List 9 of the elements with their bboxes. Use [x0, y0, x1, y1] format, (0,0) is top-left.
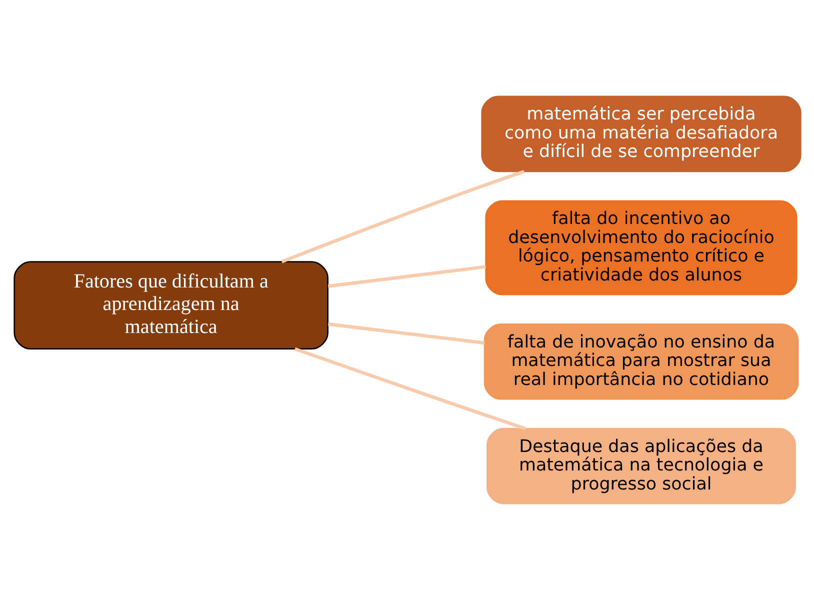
connector: [294, 347, 526, 430]
connector: [327, 265, 486, 288]
node-box: Destaque das aplicações da matemática na tecnologia e progresso social: [486, 428, 796, 504]
connector: [280, 170, 524, 264]
node-box: falta do incentivo ao desenvolvimento do raciocínio lógico, pensamento crítico e criatividade dos alunos: [484, 200, 797, 296]
connector: [327, 322, 484, 345]
node-box: falta de inovação no ensino da matemática para mostrar sua real importância no cotidiano: [483, 323, 798, 400]
node-box: Fatores que dificultam a aprendizagem na matemática: [13, 261, 328, 350]
node-box: matemática ser percebida como uma matéria desafiadora e difícil de se compreender: [480, 96, 801, 172]
